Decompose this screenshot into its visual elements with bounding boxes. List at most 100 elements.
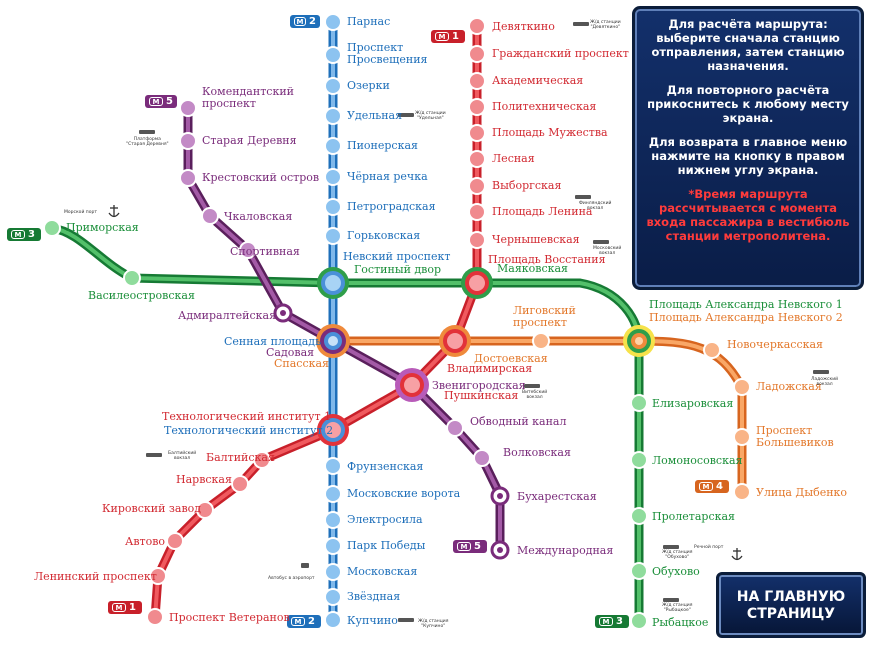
label-nevsky[interactable]: Невский проспект — [343, 250, 451, 263]
station-chkal[interactable] — [201, 207, 219, 225]
label-chernysh[interactable]: Чернышевская — [492, 233, 580, 246]
station-parnas[interactable] — [324, 13, 342, 31]
station-balt[interactable] — [253, 451, 271, 469]
station-prolet[interactable] — [630, 507, 648, 525]
interchange-alnev[interactable] — [623, 325, 655, 357]
interchange-mayak-vosst[interactable] — [461, 267, 493, 299]
label-dybenko[interactable]: Улица Дыбенко — [756, 486, 848, 499]
station-dybenko[interactable] — [733, 483, 751, 501]
station-lesnaya[interactable] — [468, 150, 486, 168]
label-mezhdun[interactable]: Международная — [517, 544, 614, 557]
label-prolet[interactable]: Пролетарская — [652, 510, 735, 523]
station-primor[interactable] — [43, 219, 61, 237]
label-lomon[interactable]: Ломоносовская — [652, 454, 743, 467]
label-sadovaya[interactable]: Садовая — [266, 346, 315, 359]
label-akadem[interactable]: Академическая — [492, 74, 584, 87]
label-zvenig[interactable]: Звенигородская — [432, 379, 526, 392]
label-ozerki[interactable]: Озерки — [347, 79, 390, 92]
label-elizar[interactable]: Елизаровская — [652, 397, 734, 410]
label-prosvesh[interactable]: Проспект Просвещения — [347, 41, 428, 66]
station-narv[interactable] — [231, 475, 249, 493]
label-bukhar[interactable]: Бухарестская — [517, 490, 597, 503]
label-leninsky[interactable]: Ленинский проспект — [34, 570, 157, 583]
station-elektro[interactable] — [324, 511, 342, 529]
station-pioner[interactable] — [324, 137, 342, 155]
station-petrogr[interactable] — [324, 198, 342, 216]
label-chkal[interactable]: Чкаловская — [224, 210, 293, 223]
label-dostoev[interactable]: Достоевская — [474, 352, 548, 365]
station-cherrech[interactable] — [324, 168, 342, 186]
station-polytech[interactable] — [468, 98, 486, 116]
label-muzhestva[interactable]: Площадь Мужества — [492, 126, 608, 139]
station-elizar[interactable] — [630, 394, 648, 412]
station-ligov[interactable] — [532, 332, 550, 350]
interchange-gostiny-nevsky[interactable] — [317, 267, 349, 299]
station-obukhovo[interactable] — [630, 562, 648, 580]
label-kirov[interactable]: Кировский завод — [102, 502, 202, 515]
label-ladozh[interactable]: Ладожская — [756, 380, 822, 393]
label-sport[interactable]: Спортивная — [230, 245, 300, 258]
label-pushk[interactable]: Пушкинская — [444, 389, 519, 402]
label-grazhd[interactable]: Гражданский проспект — [492, 47, 629, 60]
label-alnev2[interactable]: Площадь Александра Невского 2 — [649, 311, 843, 324]
label-tech2[interactable]: Технологический институт 2 — [164, 424, 334, 437]
interchange-vladim-dostoev[interactable] — [439, 325, 471, 357]
label-novocherk[interactable]: Новочеркасская — [727, 338, 823, 351]
label-lenina[interactable]: Площадь Ленина — [492, 205, 593, 218]
label-alnev1[interactable]: Площадь Александра Невского 1 — [649, 298, 843, 311]
label-spasskaya[interactable]: Спасская — [274, 357, 329, 370]
label-komend[interactable]: Комендантский проспект — [202, 85, 294, 110]
station-novocherk[interactable] — [703, 341, 721, 359]
station-chernysh[interactable] — [468, 231, 486, 249]
label-sennaya[interactable]: Сенная площадь — [224, 335, 322, 348]
label-kupchino[interactable]: Купчино — [347, 614, 398, 627]
label-lesnaya[interactable]: Лесная — [492, 152, 535, 165]
interchange-zvenig-pushk[interactable] — [395, 368, 429, 402]
label-vyborg[interactable]: Выборгская — [492, 179, 562, 192]
station-veteranov[interactable] — [146, 608, 164, 626]
label-elektro[interactable]: Электросила — [347, 513, 423, 526]
station-prosvesh[interactable] — [324, 46, 342, 64]
station-moskov[interactable] — [324, 563, 342, 581]
station-parkpob[interactable] — [324, 537, 342, 555]
station-ozerki[interactable] — [324, 77, 342, 95]
label-primor[interactable]: Приморская — [66, 221, 139, 234]
station-lomon[interactable] — [630, 451, 648, 469]
station-frunz[interactable] — [324, 457, 342, 475]
station-moskvor[interactable] — [324, 485, 342, 503]
label-avtovo[interactable]: Автово — [125, 535, 166, 548]
station-komend[interactable] — [179, 99, 197, 117]
station-volkov[interactable] — [473, 449, 491, 467]
label-tech1[interactable]: Технологический институт 1 — [162, 410, 332, 423]
label-vladim[interactable]: Владимирская — [447, 362, 533, 375]
station-obvod[interactable] — [446, 419, 464, 437]
label-krestov[interactable]: Крестовский остров — [202, 171, 320, 184]
label-obukhovo[interactable]: Обухово — [652, 565, 700, 578]
label-bolshev[interactable]: Проспект Большевиков — [756, 424, 834, 449]
label-mayak[interactable]: Маяковская — [497, 262, 568, 275]
station-starder[interactable] — [179, 132, 197, 150]
label-vasil[interactable]: Василеостровская — [88, 289, 195, 302]
label-polytech[interactable]: Политехническая — [492, 100, 597, 113]
station-akadem[interactable] — [468, 72, 486, 90]
station-vyborg[interactable] — [468, 177, 486, 195]
label-moskov[interactable]: Московская — [347, 565, 418, 578]
label-volkov[interactable]: Волковская — [503, 446, 571, 459]
label-veteranov[interactable]: Проспект Ветеранов — [169, 611, 290, 624]
label-udel[interactable]: Удельная — [347, 109, 403, 122]
station-kirov[interactable] — [196, 501, 214, 519]
station-vasil[interactable] — [123, 269, 141, 287]
label-admir[interactable]: Адмиралтейская — [178, 309, 277, 322]
label-balt[interactable]: Балтийская — [206, 451, 275, 464]
station-zvezd[interactable] — [324, 588, 342, 606]
label-moskvor[interactable]: Московские ворота — [347, 487, 461, 500]
station-muzhestva[interactable] — [468, 124, 486, 142]
station-rybats[interactable] — [630, 612, 648, 630]
station-bolshev[interactable] — [733, 428, 751, 446]
station-kupchino[interactable] — [324, 611, 342, 629]
station-krestov[interactable] — [179, 169, 197, 187]
label-vosst[interactable]: Площадь Восстания — [488, 253, 606, 266]
station-avtovo[interactable] — [166, 532, 184, 550]
label-pioner[interactable]: Пионерская — [347, 139, 418, 152]
station-gorkov[interactable] — [324, 227, 342, 245]
